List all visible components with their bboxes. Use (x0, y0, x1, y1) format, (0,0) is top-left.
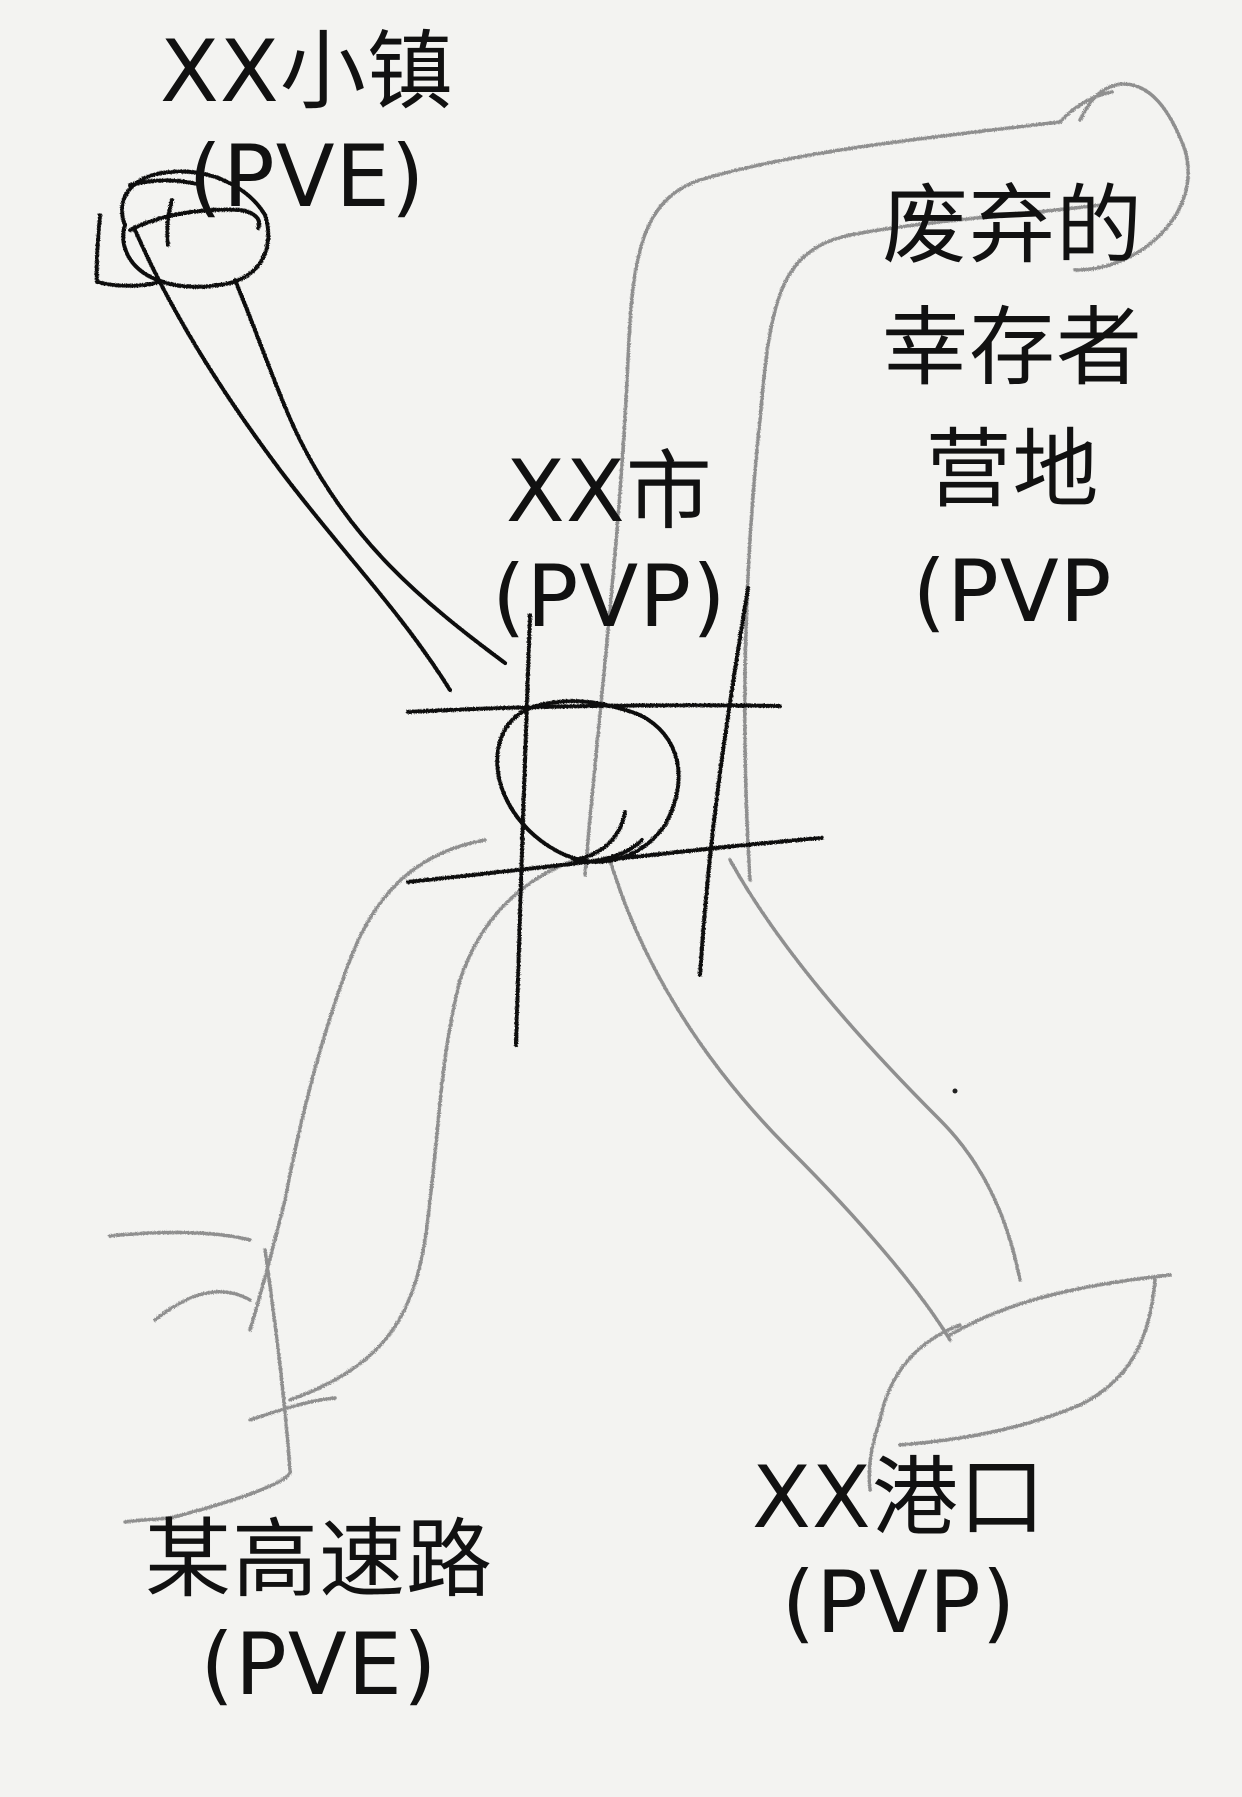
camp-mode: (PVP (912, 542, 1113, 643)
road-to-camp (583, 82, 1190, 882)
highway-name: 某高速路 (145, 1510, 493, 1610)
road-to-highway (108, 838, 577, 1524)
camp-name-line3: 营地 (925, 420, 1100, 521)
port-mode: (PVP) (781, 1552, 1017, 1653)
city-mode: (PVP) (492, 546, 727, 647)
road-to-town (94, 169, 507, 692)
label-small-town: XX小镇 (PVE) (160, 20, 454, 230)
label-port: XX港口 (PVP) (752, 1446, 1046, 1656)
label-highway: 某高速路 (PVE) (145, 1508, 493, 1718)
label-city: XX市 (PVP) (492, 440, 727, 650)
port-name: XX港口 (752, 1448, 1046, 1548)
road-to-port (608, 858, 1172, 1492)
highway-mode: (PVE) (200, 1614, 438, 1715)
camp-name-line1: 废弃的 (882, 176, 1143, 276)
small-town-name: XX小镇 (160, 22, 454, 122)
label-survivor-camp: 废弃的 幸存者 营地 (PVP (882, 165, 1143, 653)
camp-name-line2: 幸存者 (882, 298, 1143, 399)
stray-dot (952, 1088, 958, 1094)
small-town-mode: (PVE) (188, 126, 426, 227)
city-marker (406, 586, 824, 1047)
city-name: XX市 (505, 442, 713, 542)
